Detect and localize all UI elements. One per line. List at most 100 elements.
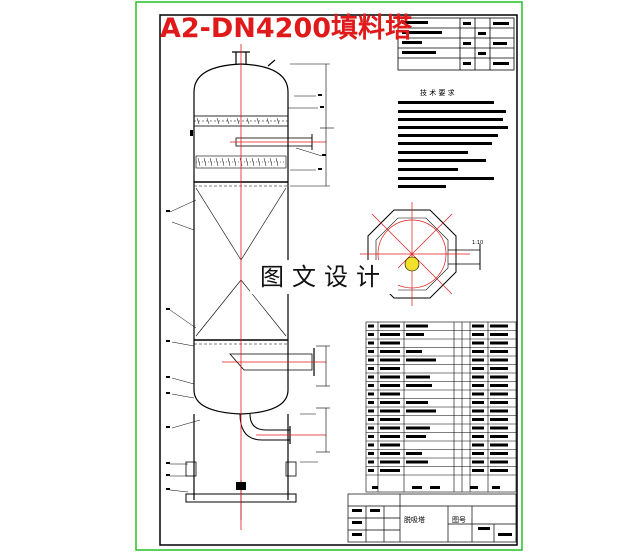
table-cell-text (380, 460, 400, 464)
drawing-number-label: 图号 (452, 516, 466, 524)
table-cell-text (406, 384, 432, 387)
table-cell-text (380, 375, 400, 379)
table-cell-text (368, 460, 374, 464)
table-cell-text (490, 333, 508, 336)
outer-frame (135, 1, 523, 551)
table-cell-text (472, 452, 484, 455)
table-cell-text (380, 358, 400, 362)
table-cell-text (406, 401, 428, 404)
table-cell-text (368, 392, 374, 396)
table-cell-text (368, 401, 374, 404)
table-cell-text (368, 435, 374, 438)
table-cell-text (472, 435, 484, 438)
table-cell-text (490, 460, 508, 464)
table-cell-text (490, 341, 508, 345)
distributor-centerlines (360, 202, 470, 306)
table-cell-text (472, 392, 484, 396)
table-cell-text (380, 443, 400, 447)
table-cell-text (490, 469, 508, 472)
table-cell-text (380, 324, 400, 328)
table-cell-text (490, 426, 508, 430)
table-cell-text (406, 358, 436, 362)
table-cell-text (380, 435, 400, 438)
nozzle-label: 1:10 (472, 240, 483, 246)
distributor-detail (367, 209, 481, 299)
table-cell-text (380, 384, 400, 387)
table-cell-text (472, 367, 484, 370)
table-cell-text (380, 418, 400, 421)
table-cell-text (380, 452, 400, 455)
table-cell-text (406, 409, 436, 413)
dimension-lines (290, 63, 334, 453)
table-cell-text (406, 460, 428, 464)
table-cell-text (490, 392, 508, 396)
table-cell-text (380, 401, 400, 404)
table-cell-text (368, 375, 374, 379)
table-cell-text (472, 333, 484, 336)
table-cell-text (368, 469, 374, 472)
table-cell-text (380, 469, 400, 472)
table-cell-text (490, 358, 508, 362)
table-cell-text (472, 409, 484, 413)
tech-requirements-block (398, 101, 508, 188)
inner-frame (159, 14, 518, 546)
table-cell-text (368, 341, 374, 345)
table-cell-text (406, 435, 426, 438)
table-cell-text (406, 426, 430, 430)
table-cell-text (472, 418, 484, 421)
table-cell-text (472, 426, 484, 430)
table-cell-text (380, 392, 400, 396)
table-cell-text (472, 350, 484, 353)
table-cell-text (472, 341, 484, 345)
table-cell-text (472, 460, 484, 464)
table-cell-text (368, 358, 374, 362)
table-cell-text (490, 375, 508, 379)
drawing-title: A2-DN4200填料塔 (160, 13, 413, 44)
section-lines (195, 187, 287, 337)
table-cell-text (406, 452, 422, 455)
table-cell-text (380, 426, 400, 430)
table-cell-text (368, 350, 374, 353)
table-cell-text (380, 409, 400, 413)
table-cell-text (490, 384, 508, 387)
table-cell-text (490, 409, 508, 413)
table-cell-text (490, 350, 508, 353)
table-cell-text (490, 367, 508, 370)
table-cell-text (368, 426, 374, 430)
tech-req-heading: 技 术 要 求 (420, 88, 455, 97)
top-title-block (397, 17, 515, 71)
leader-lines-left (169, 199, 201, 493)
table-cell-text (368, 443, 374, 447)
table-cell-text (368, 367, 374, 370)
leader-lines-right (288, 95, 323, 463)
table-cell-text (368, 418, 374, 421)
table-cell-text (368, 333, 374, 336)
table-cell-text (472, 375, 484, 379)
table-cell-text (472, 443, 484, 447)
table-cell-text (406, 375, 430, 379)
part-number-marks (166, 94, 326, 490)
table-cell-text (380, 367, 400, 370)
table-cell-text (368, 384, 374, 387)
table-cell-text (368, 324, 374, 328)
table-cell-text (406, 333, 424, 336)
centerlines (222, 44, 326, 530)
distributor-center-marker (404, 256, 420, 272)
table-cell-text (490, 401, 508, 404)
table-cell-text (490, 443, 508, 447)
table-cell-text (380, 341, 400, 345)
bottom-title-block (347, 493, 517, 543)
table-cell-text (472, 401, 484, 404)
table-cell-text (406, 324, 428, 328)
table-cell-text (472, 384, 484, 387)
table-cell-text (490, 418, 508, 421)
table-cell-text (472, 358, 484, 362)
title-block-fills (352, 486, 512, 536)
table-cell-text (490, 324, 508, 328)
parts-list-rows (366, 324, 516, 476)
watermark-text: 图文设计 (250, 260, 398, 294)
table-cell-text (368, 452, 374, 455)
table-cell-text (368, 409, 374, 413)
